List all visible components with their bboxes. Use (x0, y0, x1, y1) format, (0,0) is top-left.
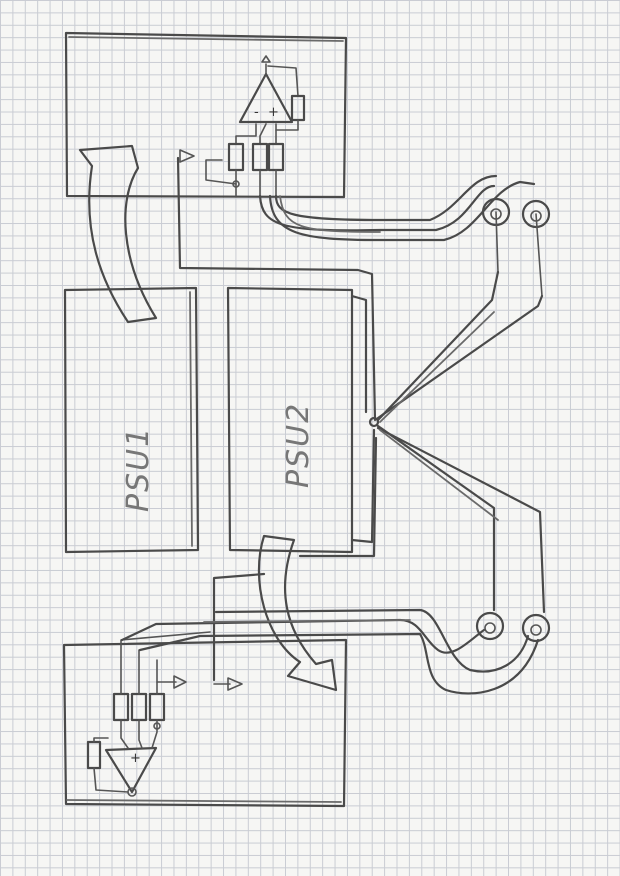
top-feedback-resistor (267, 65, 306, 131)
psu2-box: PSU2 (226, 286, 354, 554)
bottom-airflow-arrow (257, 534, 338, 692)
top-amplifier-board (64, 31, 348, 199)
psu2-supply-rail (298, 294, 378, 558)
star-ground-point (368, 270, 546, 614)
bottom-opamp: + (104, 746, 158, 797)
psu2-label: PSU2 (281, 402, 316, 488)
top-input-arrow (176, 149, 377, 422)
top-connector-right (521, 199, 551, 297)
top-opamp: - + (238, 55, 294, 124)
top-output-cables (258, 174, 536, 242)
top-connector-left (481, 197, 511, 273)
top-resistor-network (205, 123, 285, 197)
opamp-minus-sign: - (254, 105, 259, 120)
opamp-plus-sign: + (268, 105, 279, 120)
psu1-box: PSU1 (63, 286, 200, 554)
bottom-connector-left (475, 611, 505, 641)
psu1-label: PSU1 (121, 426, 156, 512)
bottom-resistor-network (112, 631, 211, 749)
bottom-feedback-resistor (86, 737, 129, 793)
bottom-input-arrow (212, 572, 266, 691)
bottom-output-cables (120, 608, 540, 695)
top-airflow-arrow (78, 144, 158, 324)
bottom-connector-right (521, 613, 551, 643)
bottom-amplifier-board (62, 638, 348, 808)
opamp-plus-sign: + (130, 751, 141, 766)
